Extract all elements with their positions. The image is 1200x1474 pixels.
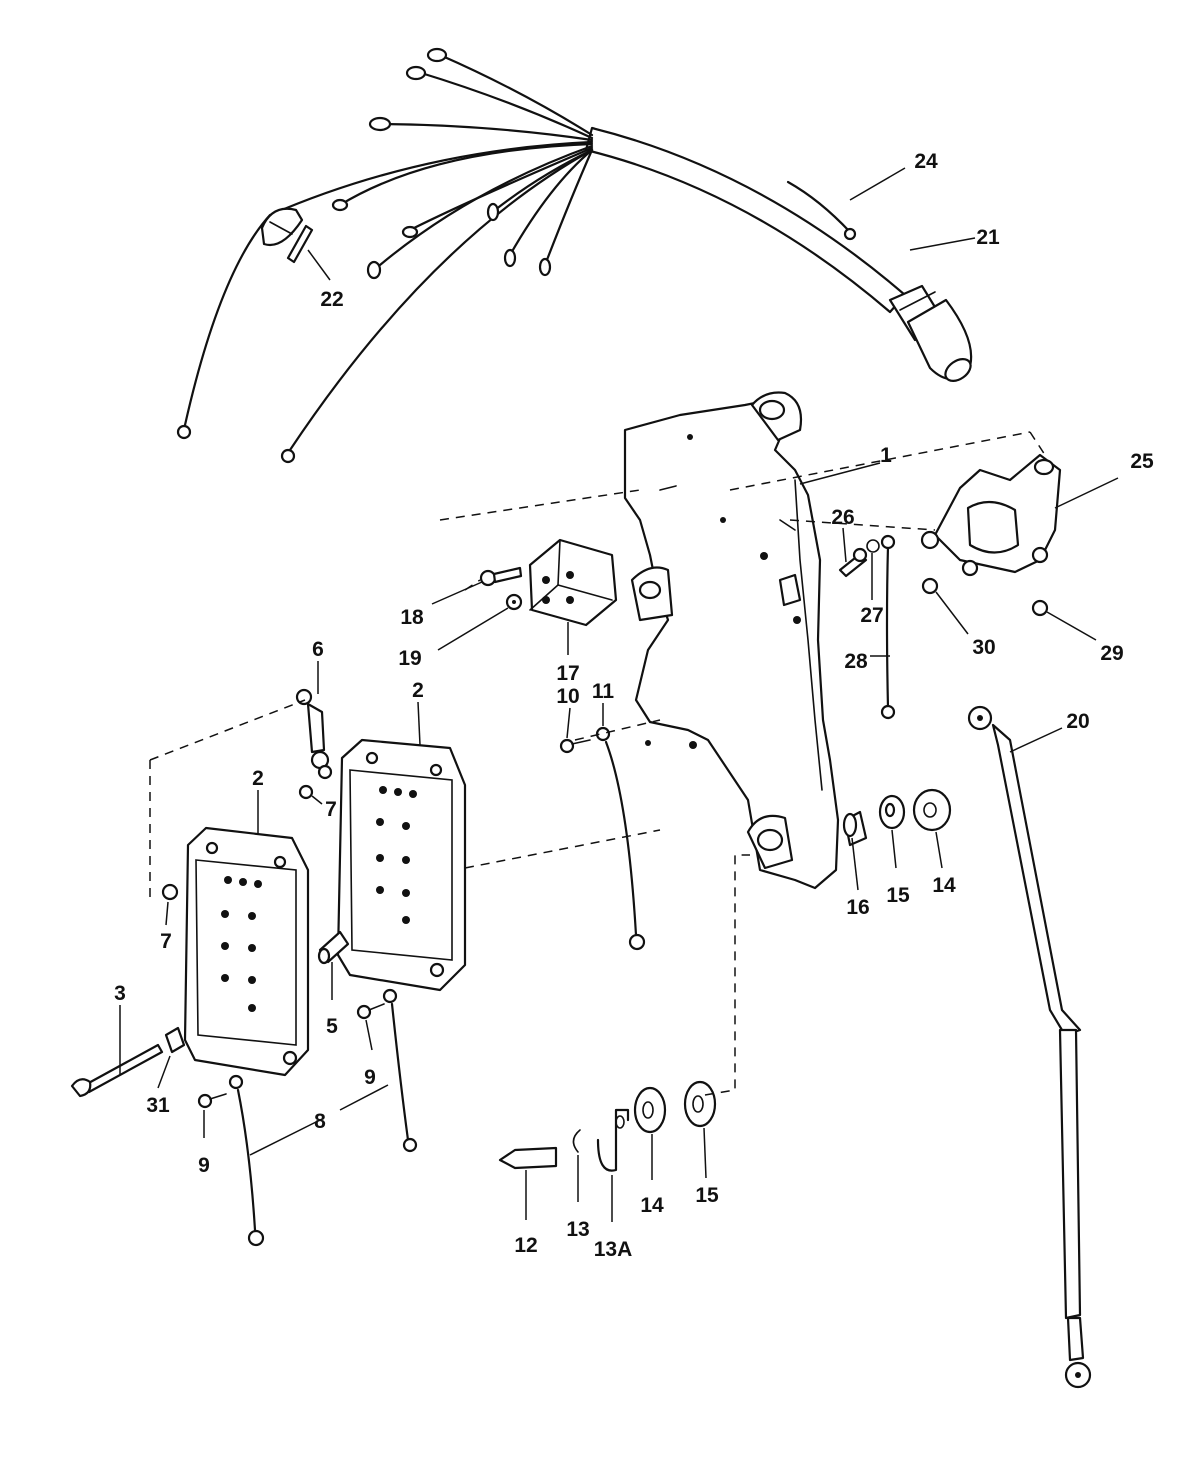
screw	[838, 547, 868, 578]
callout-labels: 1 2 2 3 5 6 7 7 8 9 9 10 11 12 13 13A 14…	[114, 150, 1154, 1261]
callout-31: 31	[146, 1094, 170, 1117]
callout-7-lower: 7	[160, 930, 172, 953]
fuse	[286, 224, 314, 264]
callout-17: 17	[556, 662, 579, 685]
callout-3: 3	[114, 982, 126, 1005]
nut	[1031, 599, 1049, 617]
jumper-wire	[786, 180, 857, 241]
callout-30: 30	[972, 636, 995, 659]
callout-16: 16	[846, 896, 869, 919]
jumper-lead	[295, 688, 330, 770]
ground-lead	[382, 988, 418, 1153]
callout-5: 5	[326, 1015, 338, 1038]
callout-21: 21	[976, 226, 1000, 249]
spacer	[164, 1026, 186, 1054]
callout-20: 20	[1066, 710, 1089, 733]
callout-14-lower: 14	[640, 1194, 664, 1217]
ground-lead	[228, 1074, 265, 1247]
washer	[633, 1086, 667, 1134]
nut	[161, 883, 179, 901]
callout-19: 19	[398, 647, 421, 670]
lock-washer	[866, 539, 880, 553]
mounting-bracket	[623, 391, 840, 890]
screw	[197, 1093, 227, 1109]
callout-15-upper: 15	[886, 884, 910, 907]
lock-washer	[572, 1129, 581, 1153]
callout-15-lower: 15	[695, 1184, 719, 1207]
callout-10: 10	[556, 685, 579, 708]
washer	[683, 1080, 717, 1128]
callout-18: 18	[400, 606, 424, 629]
ground-lead	[595, 726, 646, 951]
battery-cable	[967, 705, 1092, 1389]
callout-13A: 13A	[594, 1238, 633, 1261]
callout-13: 13	[566, 1218, 589, 1241]
callout-11: 11	[592, 680, 615, 703]
cable-clamp	[596, 1108, 630, 1172]
callout-22: 22	[320, 288, 343, 311]
switch-box-rear	[336, 738, 467, 992]
screw	[479, 566, 523, 587]
screw	[356, 1003, 385, 1020]
callout-29: 29	[1100, 642, 1123, 665]
switch-box-front	[183, 826, 310, 1077]
harness-connector-plug	[888, 284, 973, 383]
bolt	[70, 1043, 164, 1098]
callout-2-front: 2	[252, 767, 264, 790]
grommet	[842, 810, 868, 847]
callout-2-rear: 2	[412, 679, 424, 702]
callout-27: 27	[860, 604, 883, 627]
washer	[912, 788, 952, 832]
nut	[505, 593, 523, 611]
fuse-holder	[260, 207, 304, 247]
wiring-harness	[176, 47, 973, 464]
callout-8: 8	[314, 1110, 326, 1133]
callout-24: 24	[914, 150, 938, 173]
callout-26: 26	[831, 506, 854, 529]
screw	[559, 738, 591, 754]
assembly-dashed-lines	[149, 431, 1046, 1096]
callout-25: 25	[1130, 450, 1154, 473]
rectifier-block	[528, 538, 618, 627]
washer	[878, 794, 906, 830]
leader-lines	[119, 167, 1119, 1222]
callout-6: 6	[312, 638, 324, 661]
spacer	[317, 930, 350, 965]
starter-solenoid	[920, 453, 1062, 577]
callout-1: 1	[880, 444, 892, 467]
callout-9-lower: 9	[198, 1154, 210, 1177]
nut	[921, 577, 939, 595]
nut	[298, 764, 333, 800]
callout-28: 28	[844, 650, 868, 673]
callout-7-upper: 7	[325, 798, 337, 821]
callout-9-upper: 9	[364, 1066, 376, 1089]
wire-terminal	[176, 47, 552, 464]
bolt	[498, 1146, 558, 1170]
callout-14-upper: 14	[932, 874, 956, 897]
ground-lead	[880, 534, 896, 720]
callout-12: 12	[514, 1234, 537, 1257]
